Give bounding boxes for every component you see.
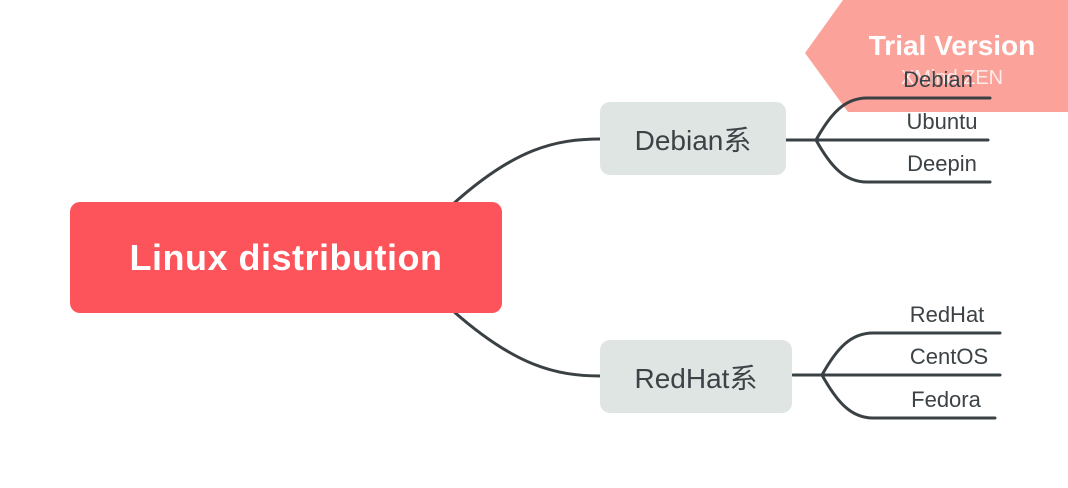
branch-topic-redhat-family[interactable]: RedHat系	[600, 340, 792, 413]
leaf-topic-fedora[interactable]: Fedora	[911, 387, 981, 412]
trial-banner-ribbon-shape	[805, 0, 1068, 112]
xmind-zen-label: XMind ZEN	[900, 67, 1004, 89]
branch-topic-label: Debian系	[634, 124, 752, 156]
trial-version-label: Trial Version	[868, 30, 1036, 61]
leaf-topic-deepin[interactable]: Deepin	[907, 151, 977, 176]
leaf-topic-ubuntu[interactable]: Ubuntu	[906, 109, 978, 134]
root-topic-label: Linux distribution	[129, 236, 443, 278]
leaf-topic-centos[interactable]: CentOS	[909, 344, 989, 369]
leaf-topic-debian[interactable]: Debian	[903, 67, 973, 92]
leaf-topic-redhat[interactable]: RedHat	[909, 302, 985, 327]
branch-topic-label: RedHat系	[634, 362, 758, 394]
branch-topic-debian-family[interactable]: Debian系	[600, 102, 786, 175]
root-topic-linux-distribution[interactable]: Linux distribution	[70, 202, 502, 313]
